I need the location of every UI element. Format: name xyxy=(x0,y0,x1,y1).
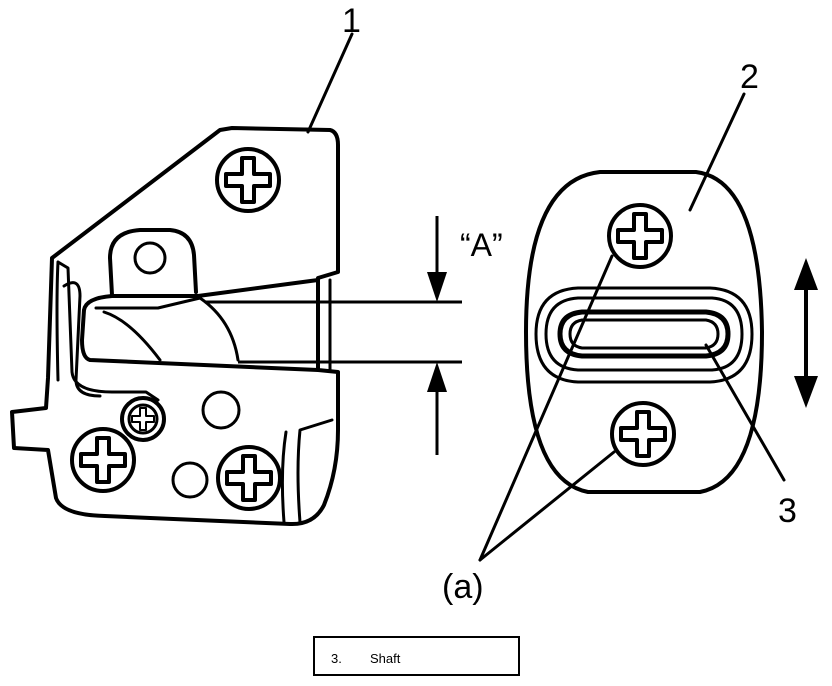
latch-hole-2 xyxy=(171,461,209,499)
dimension-arrowhead-down xyxy=(427,272,447,302)
striker-recess-ring xyxy=(544,296,744,372)
legend-number: 3. xyxy=(331,651,342,666)
striker-screw-bottom xyxy=(610,401,676,467)
latch-inner-plate xyxy=(55,260,160,402)
callout-striker: 2 xyxy=(740,58,759,96)
leader-lines xyxy=(306,32,786,562)
latch-screw-bottom-right xyxy=(216,445,282,511)
striker-screw-top xyxy=(607,203,673,269)
leader-screw-a-2 xyxy=(478,450,616,562)
movement-arrowhead-down xyxy=(794,376,818,408)
striker-plate-outline xyxy=(524,170,764,494)
latch-tab-hole xyxy=(133,241,167,275)
latch-slot xyxy=(80,278,320,372)
leader-screw-a-1 xyxy=(478,254,614,562)
callout-latch: 1 xyxy=(342,2,361,40)
latch-slot-inner xyxy=(94,296,240,362)
movement-arrowhead-up xyxy=(794,258,818,290)
latch-hole-1 xyxy=(201,390,241,430)
latch-tab xyxy=(108,228,198,297)
dimension-a xyxy=(206,216,462,455)
latch-small-screw-ring xyxy=(120,396,166,442)
striker-inner-recess xyxy=(534,286,754,384)
callout-dimension-a: “A” xyxy=(460,227,503,263)
leader-shaft xyxy=(704,343,786,482)
callout-screws-a: (a) xyxy=(442,568,484,606)
vertical-movement-arrow xyxy=(794,258,818,408)
legend-box: 3. Shaft xyxy=(313,636,520,676)
latch-lower-flange xyxy=(280,418,334,524)
latch-body-outline xyxy=(10,126,340,527)
striker xyxy=(524,170,764,494)
latch-screw-top xyxy=(215,147,281,213)
latch-screw-bottom-left xyxy=(70,427,136,493)
leader-striker xyxy=(688,92,746,212)
door-latch xyxy=(10,126,340,527)
leader-latch xyxy=(306,32,354,134)
latch-spring-wire xyxy=(62,281,102,398)
dimension-arrowhead-up xyxy=(427,362,447,392)
striker-shaft-inner xyxy=(568,318,720,350)
latch-screw-small xyxy=(127,403,159,435)
callout-shaft: 3 xyxy=(778,492,797,530)
striker-shaft xyxy=(557,309,731,359)
legend-label: Shaft xyxy=(370,651,401,666)
